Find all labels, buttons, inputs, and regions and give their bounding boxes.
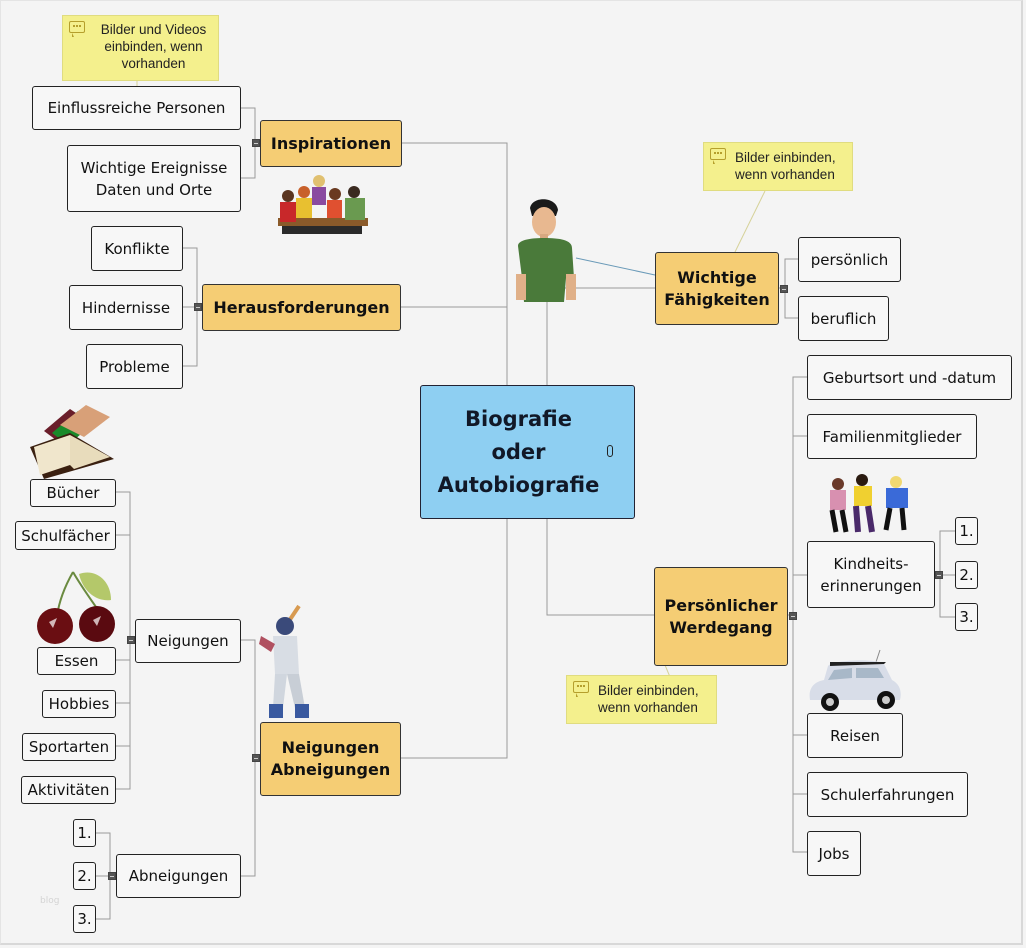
- topic-neigungen-abneigungen[interactable]: Neigungen Abneigungen: [260, 722, 401, 796]
- topic-abneigungen[interactable]: Abneigungen: [116, 854, 241, 898]
- topic-essen[interactable]: Essen: [37, 647, 116, 675]
- collapse-toggle-neigungen[interactable]: [127, 636, 135, 644]
- topic-familienmitglieder[interactable]: Familienmitglieder: [807, 414, 977, 459]
- topic-inspirationen[interactable]: Inspirationen: [260, 120, 402, 167]
- collapse-toggle-neigungen-abneigungen[interactable]: [252, 754, 260, 762]
- comment-icon: [710, 148, 726, 164]
- baseball-player-image: [259, 604, 309, 718]
- topic-persoenlicher-werdegang[interactable]: Persönlicher Werdegang: [654, 567, 788, 666]
- running-children-image: [829, 474, 908, 533]
- topic-abneigung-1[interactable]: 1.: [73, 819, 96, 847]
- car-image: [809, 649, 901, 711]
- topic-abneigung-2[interactable]: 2.: [73, 862, 96, 890]
- topic-kindheit-2[interactable]: 2.: [955, 561, 978, 589]
- cherries-image: [37, 571, 115, 644]
- note-inspirationen[interactable]: Bilder und Videos einbinden, wenn vorhan…: [62, 15, 219, 81]
- books-image: [30, 405, 114, 479]
- topic-abneigung-3[interactable]: 3.: [73, 905, 96, 933]
- topic-kindheit-1[interactable]: 1.: [955, 517, 978, 545]
- note-werdegang[interactable]: Bilder einbinden, wenn vorhanden: [566, 675, 717, 724]
- topic-persoenlich[interactable]: persönlich: [798, 237, 901, 282]
- topic-neigungen[interactable]: Neigungen: [135, 619, 241, 663]
- comment-icon: [69, 21, 85, 37]
- man-in-green-shirt-image: [516, 199, 576, 302]
- collapse-toggle-werdegang[interactable]: [789, 612, 797, 620]
- topic-schulfaecher[interactable]: Schulfächer: [15, 521, 116, 550]
- group-of-people-image: [278, 175, 368, 234]
- paperclip-icon[interactable]: [607, 445, 613, 457]
- connector-inspirationen: [402, 142, 508, 385]
- topic-sportarten[interactable]: Sportarten: [22, 733, 116, 761]
- topic-reisen[interactable]: Reisen: [807, 713, 903, 758]
- collapse-toggle-kindheit[interactable]: [935, 571, 943, 579]
- topic-hobbies[interactable]: Hobbies: [42, 690, 116, 718]
- comment-icon: [573, 681, 589, 697]
- collapse-toggle-inspirationen[interactable]: [252, 139, 260, 147]
- central-topic[interactable]: Biografie oder Autobiografie: [420, 385, 635, 519]
- central-topic-label: Biografie oder Autobiografie: [437, 406, 600, 497]
- topic-kindheitserinnerungen[interactable]: Kindheits- erinnerungen: [807, 541, 935, 608]
- topic-wichtige-ereignisse[interactable]: Wichtige Ereignisse Daten und Orte: [67, 145, 241, 212]
- collapse-toggle-herausforderungen[interactable]: [194, 303, 202, 311]
- collapse-toggle-abneigungen[interactable]: [108, 872, 116, 880]
- connector-neigungen-abneigungen: [401, 518, 508, 759]
- topic-aktivitaeten[interactable]: Aktivitäten: [21, 776, 116, 804]
- collapse-toggle-faehigkeiten[interactable]: [780, 285, 788, 293]
- note-faehigkeiten[interactable]: Bilder einbinden, wenn vorhanden: [703, 142, 853, 191]
- topic-wichtige-faehigkeiten[interactable]: Wichtige Fähigkeiten: [655, 252, 779, 325]
- topic-kindheit-3[interactable]: 3.: [955, 603, 978, 631]
- topic-geburtsort[interactable]: Geburtsort und -datum: [807, 355, 1012, 400]
- connector-werdegang: [546, 518, 655, 616]
- topic-konflikte[interactable]: Konflikte: [91, 226, 183, 271]
- topic-beruflich[interactable]: beruflich: [798, 296, 889, 341]
- topic-hindernisse[interactable]: Hindernisse: [69, 285, 183, 330]
- topic-jobs[interactable]: Jobs: [807, 831, 861, 876]
- topic-herausforderungen[interactable]: Herausforderungen: [202, 284, 401, 331]
- watermark: blog: [40, 896, 60, 906]
- topic-einflussreiche-personen[interactable]: Einflussreiche Personen: [32, 86, 241, 130]
- topic-probleme[interactable]: Probleme: [86, 344, 183, 389]
- topic-schulerfahrungen[interactable]: Schulerfahrungen: [807, 772, 968, 817]
- topic-buecher[interactable]: Bücher: [30, 479, 116, 507]
